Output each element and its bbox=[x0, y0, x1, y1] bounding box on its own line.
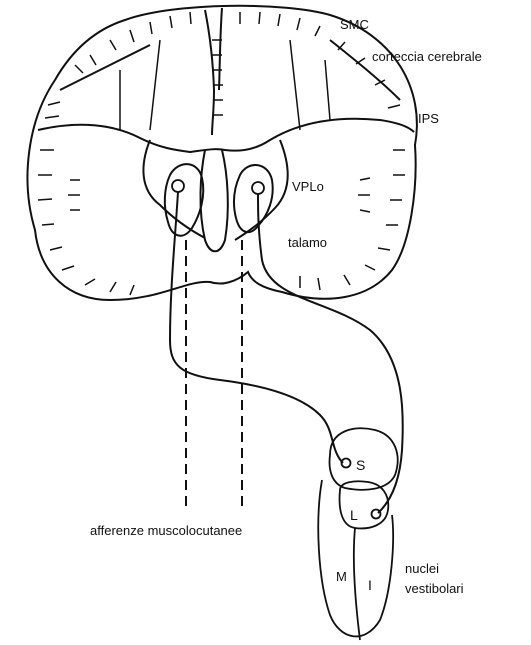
label-vestibular-line2: vestibolari bbox=[405, 582, 464, 595]
label-ips: IPS bbox=[418, 112, 439, 125]
vplo-neurons bbox=[172, 180, 264, 194]
label-thalamus: talamo bbox=[288, 236, 327, 249]
label-cortex: corteccia cerebrale bbox=[372, 50, 482, 63]
brain-outline bbox=[28, 6, 417, 300]
label-nucleus-i: I bbox=[368, 578, 372, 592]
label-nucleus-m: M bbox=[336, 570, 347, 583]
label-nucleus-s: S bbox=[356, 458, 365, 472]
label-nucleus-l: L bbox=[350, 508, 358, 522]
cortex-hatching bbox=[38, 12, 405, 295]
label-vplo: VPLo bbox=[292, 180, 324, 193]
label-smc: SMC bbox=[340, 18, 369, 31]
label-vestibular-line1: nuclei bbox=[405, 562, 439, 575]
label-afferents: afferenze muscolocutanee bbox=[90, 524, 242, 537]
